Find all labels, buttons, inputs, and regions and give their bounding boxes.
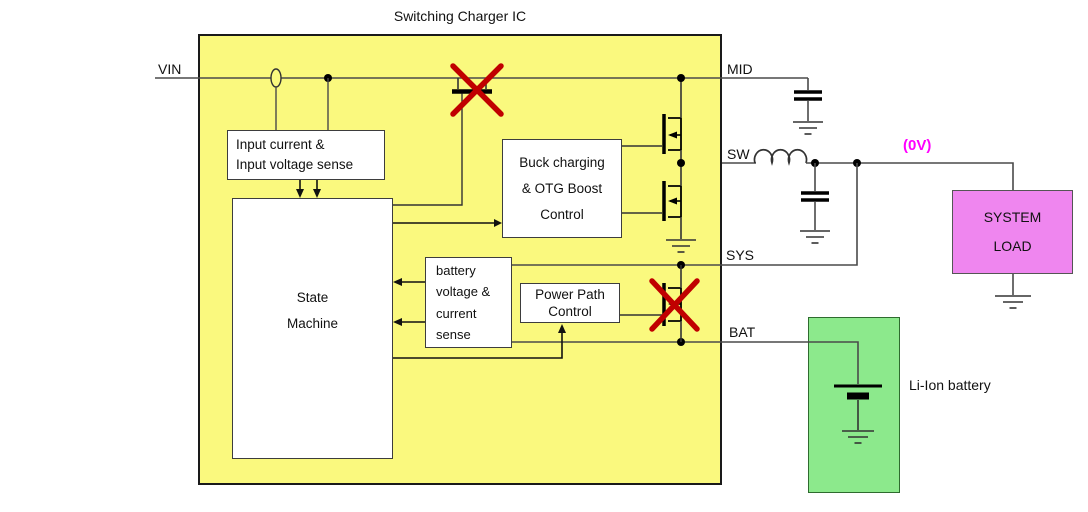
- power-path-line1: Power Path: [535, 287, 605, 302]
- output-capacitor: [800, 163, 830, 244]
- system-load-line2: LOAD: [993, 238, 1032, 254]
- li-ion-battery-region: [808, 317, 900, 493]
- pin-label-mid: MID: [727, 61, 753, 77]
- system-load-ground-icon: [995, 274, 1031, 309]
- battery-sense-line4: sense: [436, 327, 471, 342]
- output-cap-ground-icon: [800, 230, 830, 244]
- system-load-line1: SYSTEM: [983, 209, 1042, 225]
- buck-line1: Buck charging: [519, 154, 605, 170]
- sys-junction-dot: [853, 159, 861, 167]
- pin-label-sw: SW: [727, 146, 750, 162]
- state-machine-line2: Machine: [286, 315, 339, 331]
- battery-sense-block: battery voltage & current sense: [425, 257, 512, 348]
- input-sense-line1: Input current &: [236, 137, 325, 152]
- buck-line2: & OTG Boost: [521, 180, 603, 196]
- state-machine-text: State Machine: [287, 285, 338, 337]
- system-rail-wire: [806, 162, 1014, 190]
- pin-label-bat: BAT: [729, 324, 756, 340]
- state-machine-line1: State: [296, 289, 329, 305]
- pin-label-sys: SYS: [726, 247, 755, 263]
- mid-capacitor: [793, 78, 823, 135]
- battery-sense-line2: voltage &: [436, 284, 491, 299]
- power-path-control-block: Power Path Control: [520, 283, 620, 323]
- pin-label-vin: VIN: [158, 61, 182, 77]
- input-sense-line2: Input voltage sense: [236, 157, 354, 172]
- inductor-icon: [753, 148, 808, 166]
- battery-sense-line1: battery: [436, 262, 476, 278]
- state-machine-block: State Machine: [232, 198, 393, 459]
- buck-otg-control-block: Buck charging & OTG Boost Control: [502, 139, 622, 238]
- diagram-title: Switching Charger IC: [393, 8, 527, 24]
- sw-voltage-annotation: (0V): [903, 137, 932, 154]
- input-sense-block: Input current & Input voltage sense: [227, 130, 385, 180]
- battery-label: Li-Ion battery: [909, 377, 991, 393]
- power-path-line2: Control: [548, 304, 592, 319]
- mid-ground-icon: [793, 121, 823, 135]
- buck-line3: Control: [540, 206, 584, 222]
- system-load-block: SYSTEM LOAD: [952, 190, 1073, 274]
- output-cap-junction-dot: [811, 159, 819, 167]
- battery-sense-line3: current: [436, 305, 477, 321]
